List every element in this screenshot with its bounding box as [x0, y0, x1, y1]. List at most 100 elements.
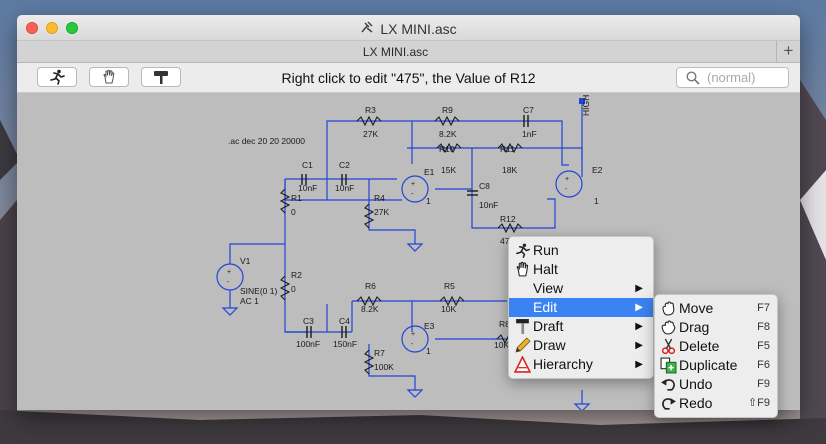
new-tab-button[interactable]: + — [776, 41, 800, 62]
close-button[interactable] — [26, 22, 38, 34]
zoom-button[interactable] — [66, 22, 78, 34]
label-e3[interactable]: E3 — [424, 321, 435, 331]
minimize-button[interactable] — [46, 22, 58, 34]
value-r7[interactable]: 100K — [374, 362, 394, 372]
menu-item-label: Hierarchy — [533, 356, 593, 372]
value-c8[interactable]: 10nF — [479, 200, 498, 210]
value-c7[interactable]: 1nF — [522, 129, 537, 139]
label-r8[interactable]: R8 — [499, 319, 510, 329]
halt-button[interactable] — [89, 67, 129, 87]
drag-hand-icon — [661, 320, 676, 335]
shortcut-label: ⇧F9 — [747, 397, 770, 409]
value-v1-sine[interactable]: SINE(0 1) — [240, 286, 277, 296]
value-v1-ac[interactable]: AC 1 — [240, 296, 259, 306]
value-r12[interactable]: 47 — [500, 236, 510, 246]
submenu-item-delete[interactable]: Delete F5 — [655, 337, 777, 356]
label-r9[interactable]: R9 — [442, 105, 453, 115]
menu-item-view[interactable]: View ▶ — [509, 279, 653, 298]
submenu-item-label: Duplicate — [679, 357, 738, 373]
label-c4[interactable]: C4 — [339, 316, 350, 326]
submenu-item-label: Undo — [679, 376, 713, 392]
label-c3[interactable]: C3 — [303, 316, 314, 326]
search-input[interactable]: (normal) — [676, 67, 789, 88]
label-c7[interactable]: C7 — [523, 105, 534, 115]
value-c3[interactable]: 100nF — [296, 339, 320, 349]
submenu-item-duplicate[interactable]: Duplicate F6 — [655, 356, 777, 375]
menu-item-halt[interactable]: Halt — [509, 260, 653, 279]
label-r3[interactable]: R3 — [365, 105, 376, 115]
menu-item-draw[interactable]: Draw ▶ — [509, 336, 653, 355]
value-r10[interactable]: 15K — [441, 165, 456, 175]
label-r6[interactable]: R6 — [365, 281, 376, 291]
submenu-arrow-icon: ▶ — [635, 340, 643, 351]
value-c1[interactable]: 10nF — [298, 183, 317, 193]
shortcut-label: F5 — [757, 340, 770, 352]
spice-directive[interactable]: .ac dec 20 20 20000 — [228, 136, 305, 146]
label-v1[interactable]: V1 — [240, 256, 251, 266]
scissors-icon — [661, 338, 676, 355]
label-r11[interactable]: R11 — [500, 144, 515, 154]
submenu-item-label: Redo — [679, 395, 713, 411]
value-r6[interactable]: 8.2K — [361, 304, 379, 314]
label-e2[interactable]: E2 — [592, 165, 603, 175]
hand-icon — [516, 261, 529, 277]
submenu-arrow-icon: ▶ — [635, 359, 643, 370]
label-c2[interactable]: C2 — [339, 160, 350, 170]
label-r5[interactable]: R5 — [444, 281, 455, 291]
value-c2[interactable]: 10nF — [335, 183, 354, 193]
hammer-icon — [154, 71, 168, 84]
value-r9[interactable]: 8.2K — [439, 129, 457, 139]
e3-plus: + — [411, 331, 415, 338]
value-r1[interactable]: 0 — [291, 207, 296, 217]
menu-item-edit[interactable]: Edit ▶ — [509, 298, 653, 317]
menu-item-run[interactable]: Run — [509, 241, 653, 260]
label-r10[interactable]: R10 — [439, 144, 455, 154]
label-r12[interactable]: R12 — [500, 214, 516, 224]
label-r7[interactable]: R7 — [374, 348, 385, 358]
submenu-item-move[interactable]: Move F7 — [655, 299, 777, 318]
label-e1[interactable]: E1 — [424, 167, 435, 177]
run-button[interactable] — [37, 67, 77, 87]
e1-plus: + — [411, 181, 415, 188]
submenu-item-undo[interactable]: Undo F9 — [655, 375, 777, 394]
value-r8[interactable]: 10K — [494, 340, 509, 350]
label-c1[interactable]: C1 — [302, 160, 313, 170]
label-r1[interactable]: R1 — [291, 193, 302, 203]
tab-bar: LX MINI.asc + — [17, 41, 800, 63]
value-e3[interactable]: 1 — [426, 346, 431, 356]
triangle-icon — [514, 356, 531, 373]
submenu-item-redo[interactable]: Redo ⇧F9 — [655, 394, 777, 413]
label-c8[interactable]: C8 — [479, 181, 490, 191]
menu-item-label: Draw — [533, 337, 566, 353]
submenu-arrow-icon: ▶ — [635, 283, 643, 294]
menu-item-hierarchy[interactable]: Hierarchy ▶ — [509, 355, 653, 374]
undo-icon — [661, 379, 675, 391]
value-r2[interactable]: 0 — [291, 284, 296, 294]
submenu-item-label: Drag — [679, 319, 710, 335]
move-hand-icon — [662, 301, 675, 316]
redo-icon — [662, 398, 676, 410]
e2-plus: + — [565, 176, 569, 183]
label-r4[interactable]: R4 — [374, 193, 385, 203]
menu-item-draft[interactable]: Draft ▶ — [509, 317, 653, 336]
tab-active[interactable]: LX MINI.asc — [362, 45, 429, 59]
label-r2[interactable]: R2 — [291, 270, 302, 280]
value-r4[interactable]: 27K — [374, 207, 389, 217]
value-r5[interactable]: 10K — [441, 304, 456, 314]
menu-item-label: Edit — [533, 299, 558, 315]
value-c4[interactable]: 150nF — [333, 339, 357, 349]
menu-item-label: Draft — [533, 318, 564, 334]
menu-item-label: View — [533, 280, 564, 296]
duplicate-icon — [660, 357, 677, 374]
value-r11[interactable]: 18K — [502, 165, 517, 175]
submenu-arrow-icon: ▶ — [635, 321, 643, 332]
value-e1[interactable]: 1 — [426, 196, 431, 206]
value-r3[interactable]: 27K — [363, 129, 378, 139]
net-label-high[interactable]: HIGH — [581, 95, 591, 116]
submenu-item-label: Delete — [679, 338, 720, 354]
e2-minus: - — [565, 186, 568, 193]
schematic-canvas[interactable]: .ac dec 20 20 20000 R3 27K R9 8.2K C7 1n… — [17, 94, 800, 410]
submenu-item-drag[interactable]: Drag F8 — [655, 318, 777, 337]
hierarchy-button[interactable] — [141, 67, 181, 87]
value-e2[interactable]: 1 — [594, 196, 599, 206]
